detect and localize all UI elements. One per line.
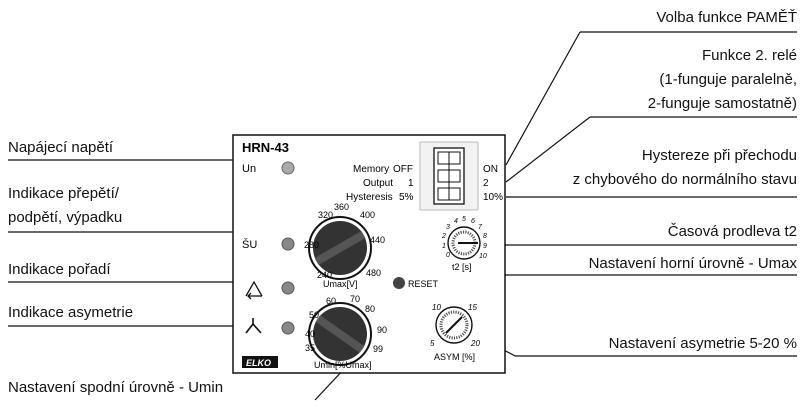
umax-tick-480: 480: [366, 268, 381, 278]
umax-tick-280: 280: [304, 240, 319, 250]
umax-tick-240: 240: [317, 270, 332, 280]
callout-hysteresis-line1: Hystereze při přechodu: [641, 147, 797, 164]
elko-logo-text: ELKO: [246, 358, 271, 368]
memory-label: Memory: [353, 164, 389, 175]
t2-tick-5: 5: [462, 216, 466, 223]
led-un: [281, 161, 295, 175]
callout-asym-setting: Nastavení asymetrie 5-20 %: [608, 335, 797, 352]
t2-tick-9: 9: [483, 243, 487, 250]
umin-tick-90: 90: [377, 325, 387, 335]
callout-relay2-line2: (1-funguje paralelně,: [659, 71, 797, 88]
dip-switch-block: [419, 141, 479, 211]
callout-asymmetry: Indikace asymetrie: [8, 304, 134, 321]
asym-tick-20: 20: [470, 339, 480, 348]
leader-memory: [505, 31, 581, 166]
umin-label: Umin[%Umax]: [314, 360, 372, 370]
umin-tick-35: 35: [305, 343, 315, 353]
umin-dial-pointer: [315, 315, 365, 353]
t2-tick-1: 1: [442, 243, 446, 250]
callout-overvoltage-line2: podpětí, výpadku: [8, 209, 123, 226]
p10-label: 10%: [483, 192, 503, 203]
t2-tick-6: 6: [471, 218, 475, 225]
sequence-icon: [245, 280, 263, 300]
umin-dial[interactable]: 35 40 50 60 70 80 90 99 Umin[%Umax]: [305, 294, 387, 370]
un-label: Un: [242, 163, 256, 175]
umin-tick-50: 50: [309, 310, 319, 320]
umin-tick-80: 80: [365, 304, 375, 314]
t2-tick-3: 3: [446, 224, 450, 231]
asym-tick-5: 5: [430, 339, 435, 348]
callout-upper-level: Nastavení horní úrovně - Umax: [588, 255, 797, 272]
umin-tick-99: 99: [373, 344, 383, 354]
output-label: Output: [363, 178, 393, 189]
umax-tick-440: 440: [370, 235, 385, 245]
umax-tick-400: 400: [360, 210, 375, 220]
t2-tick-10: 10: [479, 253, 487, 260]
umax-label: Umax[V]: [323, 279, 358, 289]
callout-relay2-line1: Funkce 2. relé: [701, 47, 797, 64]
off-label: OFF: [393, 164, 413, 175]
model-title: HRN-43: [242, 140, 289, 155]
hysteresis-label: Hysteresis: [346, 192, 393, 203]
asym-label: ASYM [%]: [434, 352, 475, 362]
led-sequence: [281, 281, 295, 295]
two-label: 2: [483, 178, 489, 189]
callout-lower-level: Nastavení spodní úrovně - Umin: [8, 379, 224, 396]
asym-tick-10: 10: [432, 303, 441, 312]
callout-time-delay: Časová prodleva t2: [667, 223, 797, 240]
umax-tick-320: 320: [318, 210, 333, 220]
t2-tick-7: 7: [478, 224, 483, 231]
asymmetry-icon: [245, 318, 262, 334]
umax-dial-pointer: [314, 231, 366, 265]
t2-tick-0: 0: [446, 252, 450, 259]
callout-overvoltage-line1: Indikace přepětí/: [8, 185, 119, 202]
leader-relay2: [505, 116, 591, 183]
asym-dial-pointer: [445, 316, 463, 334]
reset-label: RESET: [408, 279, 439, 289]
p5-label: 5%: [399, 192, 414, 203]
reset-button[interactable]: [393, 277, 405, 289]
t2-tick-2: 2: [441, 233, 446, 240]
callout-memory-function: Volba funkce PAMĚŤ: [656, 9, 797, 26]
t2-dial[interactable]: 0 1 2 3 4 5 6 7 8 9 10 t2 [s]: [441, 216, 487, 272]
on-label: ON: [483, 164, 498, 175]
callout-supply-voltage: Napájecí napětí: [8, 139, 114, 156]
umin-tick-70: 70: [350, 294, 360, 304]
asym-tick-15: 15: [468, 303, 477, 312]
t2-tick-8: 8: [483, 233, 487, 240]
led-asymmetry: [281, 321, 295, 335]
t2-label: t2 [s]: [452, 262, 472, 272]
umin-tick-60: 60: [326, 296, 336, 306]
callout-relay2-line3: 2-funguje samostatně): [647, 95, 797, 112]
elko-logo: [242, 356, 278, 368]
su-label: ŠU: [242, 238, 257, 251]
led-su: [281, 237, 295, 251]
umax-tick-360: 360: [334, 202, 349, 212]
t2-tick-4: 4: [454, 218, 458, 225]
callout-hysteresis-line2: z chybového do normálního stavu: [572, 171, 797, 188]
umax-dial[interactable]: 240 280 320 360 400 440 480 Umax[V]: [304, 202, 385, 289]
umin-tick-40: 40: [305, 329, 315, 339]
callout-sequence: Indikace pořadí: [8, 261, 111, 278]
one-label: 1: [408, 178, 414, 189]
asym-dial[interactable]: 5 10 15 20 ASYM [%]: [430, 303, 480, 362]
